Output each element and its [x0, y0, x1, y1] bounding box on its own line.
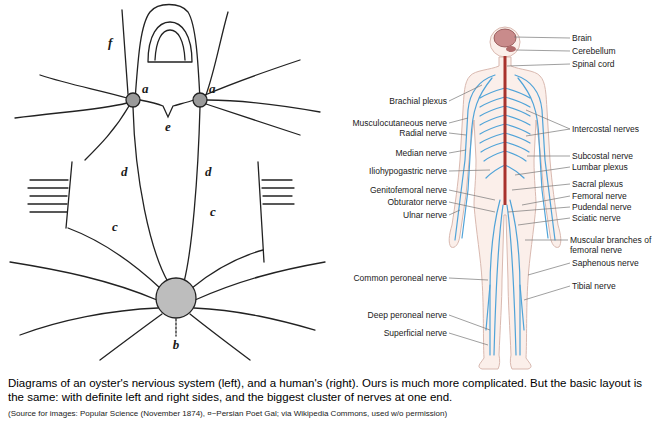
- nerve-label: Obturator nerve: [387, 197, 447, 207]
- nerve-label: Median nerve: [395, 148, 447, 158]
- leader-lines: [449, 37, 570, 345]
- human-body: [449, 27, 561, 369]
- nerve-label: Saphenous nerve: [572, 258, 639, 268]
- nerve-label: Muscular branches of femoral nerve: [570, 235, 654, 255]
- part-letter: c: [210, 205, 216, 219]
- part-letter: d: [121, 165, 128, 179]
- source-note: (Source for images: Popular Science (Nov…: [8, 409, 653, 419]
- part-letter: a: [142, 82, 149, 96]
- part-letter: d: [205, 165, 212, 179]
- nerve-label: Lumbar plexus: [572, 162, 628, 172]
- nerve-label: Brachial plexus: [389, 96, 447, 106]
- nerve-label: Deep peroneal nerve: [368, 310, 447, 320]
- nerve-label: Intercostal nerves: [572, 124, 639, 134]
- nerve-label: Superficial nerve: [384, 328, 447, 338]
- nerve-label: Subcostal nerve: [572, 151, 633, 161]
- oyster-nerves: [10, 5, 325, 361]
- nerve-label: Femoral nerve: [572, 191, 627, 201]
- brain-and-cord: [494, 29, 516, 205]
- nerve-label: Radial nerve: [399, 128, 447, 138]
- nerve-label: Spinal cord: [572, 59, 615, 69]
- nerve-label: Genitofemoral nerve: [370, 185, 447, 195]
- caption: Diagrams of an oyster's nervious system …: [8, 376, 653, 404]
- nerve-label: Sacral plexus: [572, 179, 623, 189]
- nerve-label: Cerebellum: [572, 46, 615, 56]
- nerve-label: Ulnar nerve: [403, 210, 447, 220]
- nerve-label: Brain: [572, 33, 592, 43]
- nerve-label: Pudendal nerve: [572, 202, 632, 212]
- nerve-label: Common peroneal nerve: [353, 273, 447, 283]
- part-letter: c: [112, 220, 118, 234]
- part-letter: b: [173, 338, 180, 352]
- nerve-label: Tibial nerve: [572, 281, 616, 291]
- nerve-label: Iliohypogastric nerve: [369, 166, 447, 176]
- part-letter: e: [165, 120, 171, 134]
- nerve-label: Sciatic nerve: [572, 213, 621, 223]
- part-letter: a: [209, 82, 216, 96]
- nerve-label: Musculocutaneous nerve: [352, 118, 447, 128]
- part-letter: f: [108, 36, 112, 50]
